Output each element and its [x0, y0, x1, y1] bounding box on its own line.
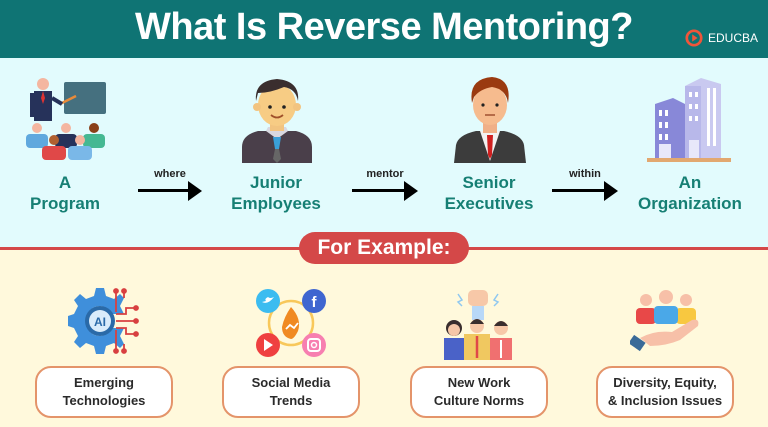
- arrow-line: [352, 189, 406, 192]
- senior-executive-icon: [454, 77, 526, 163]
- connector-label: mentor: [366, 168, 404, 180]
- example-label-line1: New Work: [447, 375, 511, 390]
- example-label-line2: & Inclusion Issues: [607, 393, 723, 408]
- example-label-line2: Trends: [269, 393, 313, 408]
- node-label-line1: Senior: [462, 173, 516, 192]
- brand-name: EDUCBA: [707, 31, 758, 45]
- arrow-line: [138, 189, 190, 192]
- flow-node-program: A Program: [0, 172, 140, 214]
- arrow-line: [552, 189, 606, 192]
- header-banner: What Is Reverse Mentoring? EDUCBA: [0, 0, 768, 58]
- connector-label: where: [154, 168, 186, 180]
- educba-logo-icon: [685, 29, 703, 47]
- example-card-social-media: Social Media Trends: [222, 366, 360, 418]
- node-label-line2: Employees: [231, 194, 321, 213]
- example-card-emerging-tech: Emerging Technologies: [35, 366, 173, 418]
- flow-node-organization: An Organization: [615, 172, 765, 214]
- arrow-right-icon: [404, 181, 418, 201]
- social-media-icon: f: [256, 289, 326, 357]
- definition-section: [0, 58, 768, 248]
- ai-gear-icon: AI: [68, 288, 139, 354]
- flow-node-senior-executives: Senior Executives: [414, 172, 564, 214]
- brand-logo: EDUCBA: [685, 29, 758, 47]
- connector-where: where: [138, 168, 202, 201]
- office-building-icon: [647, 78, 731, 162]
- examples-heading: For Example:: [299, 232, 469, 264]
- node-label-line2: Executives: [444, 194, 534, 213]
- connector-label: within: [569, 168, 601, 180]
- node-label-line2: Program: [30, 194, 100, 213]
- node-label-line1: A: [58, 173, 72, 192]
- node-label-line1: Junior: [250, 173, 302, 192]
- example-label-line1: Emerging: [74, 375, 134, 390]
- arrow-right-icon: [188, 181, 202, 201]
- example-label-line1: Diversity, Equity,: [613, 375, 717, 390]
- hand-people-icon: [630, 290, 699, 352]
- svg-text:f: f: [312, 294, 318, 311]
- example-card-work-culture: New Work Culture Norms: [410, 366, 548, 418]
- connector-mentor: mentor: [352, 168, 418, 201]
- node-label-line1: An: [678, 173, 702, 192]
- teacher-classroom-icon: [26, 78, 106, 160]
- example-label-line2: Technologies: [62, 393, 146, 408]
- svg-text:AI: AI: [94, 315, 106, 329]
- arrow-right-icon: [604, 181, 618, 201]
- node-label-line2: Organization: [638, 194, 742, 213]
- junior-employee-icon: [242, 79, 312, 163]
- example-label-line1: Social Media: [251, 375, 331, 390]
- example-card-dei: Diversity, Equity, & Inclusion Issues: [596, 366, 734, 418]
- example-label-line2: Culture Norms: [433, 393, 525, 408]
- connector-within: within: [552, 168, 618, 201]
- flow-node-junior-employees: Junior Employees: [201, 172, 351, 214]
- team-fist-icon: [444, 290, 512, 360]
- page-title: What Is Reverse Mentoring?: [135, 6, 633, 48]
